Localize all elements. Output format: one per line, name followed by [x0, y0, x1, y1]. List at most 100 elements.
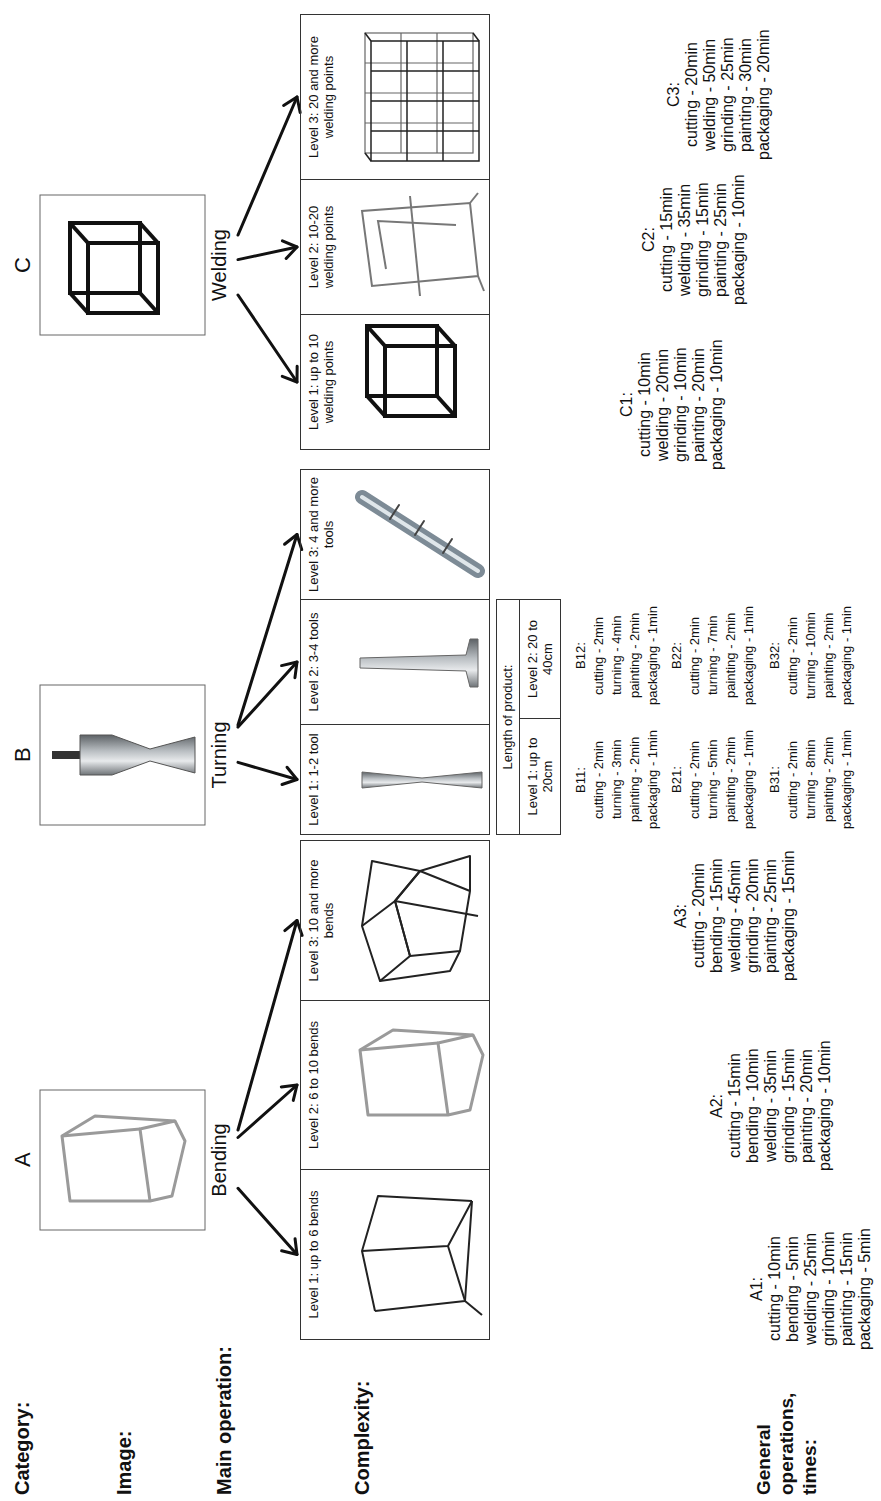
time-entry: welding - 45min	[726, 860, 744, 972]
label-holder: grinding - 10min	[672, 347, 690, 462]
bent-wire-frame	[380, 951, 460, 981]
image-frame	[40, 195, 205, 1230]
box-text: Level 2: 10-20 welding points	[306, 184, 336, 310]
label-holder: cutting - 2min	[784, 741, 802, 819]
time-entry: cutting - 15min	[658, 187, 676, 292]
label-holder: painting - 15min	[838, 1232, 856, 1346]
welded-shelf	[365, 33, 371, 41]
bent-wire-chair	[360, 1030, 483, 1115]
welded-shelf	[371, 70, 479, 72]
box-text: Level 2: 20 to 40cm	[525, 603, 555, 715]
time-entry: grinding - 25min	[719, 37, 737, 152]
arrow-line	[238, 1188, 297, 1254]
length-cell: Level 1: up to 20cm	[519, 718, 561, 835]
label-holder: painting - 2min	[626, 613, 644, 698]
arrow-connector	[238, 762, 297, 784]
label-holder: B31:	[766, 766, 784, 793]
time-entry: painting - 2min	[820, 613, 838, 698]
time-entry: cutting - 2min	[784, 741, 802, 819]
time-entry: bending - 15min	[708, 858, 726, 973]
label-holder: bending - 10min	[744, 1048, 762, 1163]
time-entry: B21:	[668, 766, 686, 793]
turned-shaft	[390, 505, 399, 519]
label-holder: A3:	[672, 904, 690, 928]
operation-name: Welding	[208, 195, 231, 335]
time-entry: painting - 25min	[762, 859, 780, 973]
turned-part	[52, 751, 80, 759]
time-entry: packaging - 1min	[644, 606, 662, 705]
turned-shaft	[362, 497, 478, 571]
arrow-head	[282, 241, 297, 259]
time-entry: grinding - 15min	[694, 182, 712, 297]
welded-shelf	[406, 41, 408, 161]
category-letter: A	[10, 1152, 36, 1167]
welded-shelf	[365, 33, 473, 153]
turned-shaft	[415, 521, 424, 535]
box-text: Level 1: up to 20cm	[525, 722, 555, 831]
welded-shelf	[365, 62, 473, 63]
time-entry: turning - 3min	[608, 740, 626, 819]
arrow-connector	[238, 1085, 297, 1138]
time-entry: painting - 20min	[798, 1049, 816, 1163]
arrow-head	[282, 767, 297, 784]
level-box: Level 1: 1-2 tool	[300, 724, 490, 835]
label-holder: grinding - 10min	[820, 1231, 838, 1346]
label-holder: cutting - 10min	[766, 1236, 784, 1341]
time-entry: painting - 2min	[820, 737, 838, 822]
time-entry: painting - 2min	[722, 613, 740, 698]
label-holder: B32:	[766, 642, 784, 669]
category-box: Turning	[40, 685, 235, 825]
box-text: Level 3: 10 and more bends	[306, 845, 336, 996]
length-table: Length of product: Level 1: up to 20cm Lev…	[496, 599, 561, 835]
arrow-head	[281, 1085, 297, 1100]
time-entry: grinding - 20min	[744, 858, 762, 973]
time-entry: painting - 2min	[626, 613, 644, 698]
category-box: Welding	[40, 195, 235, 335]
label-holder: packaging - 1min	[644, 730, 662, 829]
row-heading: Category:	[10, 1402, 34, 1495]
arrow-head	[282, 1239, 297, 1255]
label-holder: packaging - 1min	[740, 606, 758, 705]
welded-frame	[470, 193, 478, 203]
time-entry: welding - 25min	[802, 1233, 820, 1345]
time-entry: painting - 15min	[838, 1232, 856, 1346]
time-entry: C3:	[665, 82, 683, 107]
welded-cube	[437, 396, 455, 416]
time-entry: cutting - 20min	[690, 863, 708, 968]
category-box: Bending	[40, 1090, 235, 1230]
label-holder: B12:	[572, 642, 590, 669]
welded-shelf	[371, 100, 479, 102]
welded-shelf	[442, 41, 444, 161]
arrow-line	[238, 1085, 297, 1138]
label-holder: painting - 2min	[820, 613, 838, 698]
label-holder: turning - 7min	[704, 616, 722, 695]
time-entry: grinding - 10min	[820, 1231, 838, 1346]
label-holder: painting - 20min	[690, 348, 708, 462]
label-holder: cutting - 15min	[658, 187, 676, 292]
welded-shelf	[436, 33, 437, 153]
level-box: Level 1: up to 10 welding points	[300, 314, 490, 450]
label-holder: welding - 45min	[726, 860, 744, 972]
time-entry: bending - 10min	[744, 1048, 762, 1163]
bent-wire-chair	[438, 1035, 473, 1115]
label-holder: C3:	[665, 82, 683, 107]
time-entry: packaging - 1min	[838, 730, 856, 829]
bent-wire-frame	[362, 901, 410, 981]
welded-shelf	[365, 33, 479, 161]
label-holder: turning - 3min	[608, 740, 626, 819]
label-holder: B	[10, 747, 36, 762]
welded-frame	[410, 196, 420, 296]
time-entry: turning - 5min	[704, 740, 722, 819]
time-entry: packaging - 20min	[755, 29, 773, 160]
label-holder: painting - 2min	[626, 737, 644, 822]
box-text: Length of product:	[500, 604, 515, 830]
arrow-head	[282, 366, 297, 382]
label-holder: welding - 25min	[802, 1233, 820, 1345]
time-entry: packaging - 1min	[644, 730, 662, 829]
label-holder: B21:	[668, 766, 686, 793]
box-text: Level 1: up to 10 welding points	[306, 319, 336, 445]
label-holder: A1:	[748, 1277, 766, 1301]
box-text: Level 1: 1-2 tool	[306, 729, 321, 830]
label-holder: C1:	[618, 392, 636, 417]
label-holder: welding - 35min	[676, 184, 694, 296]
